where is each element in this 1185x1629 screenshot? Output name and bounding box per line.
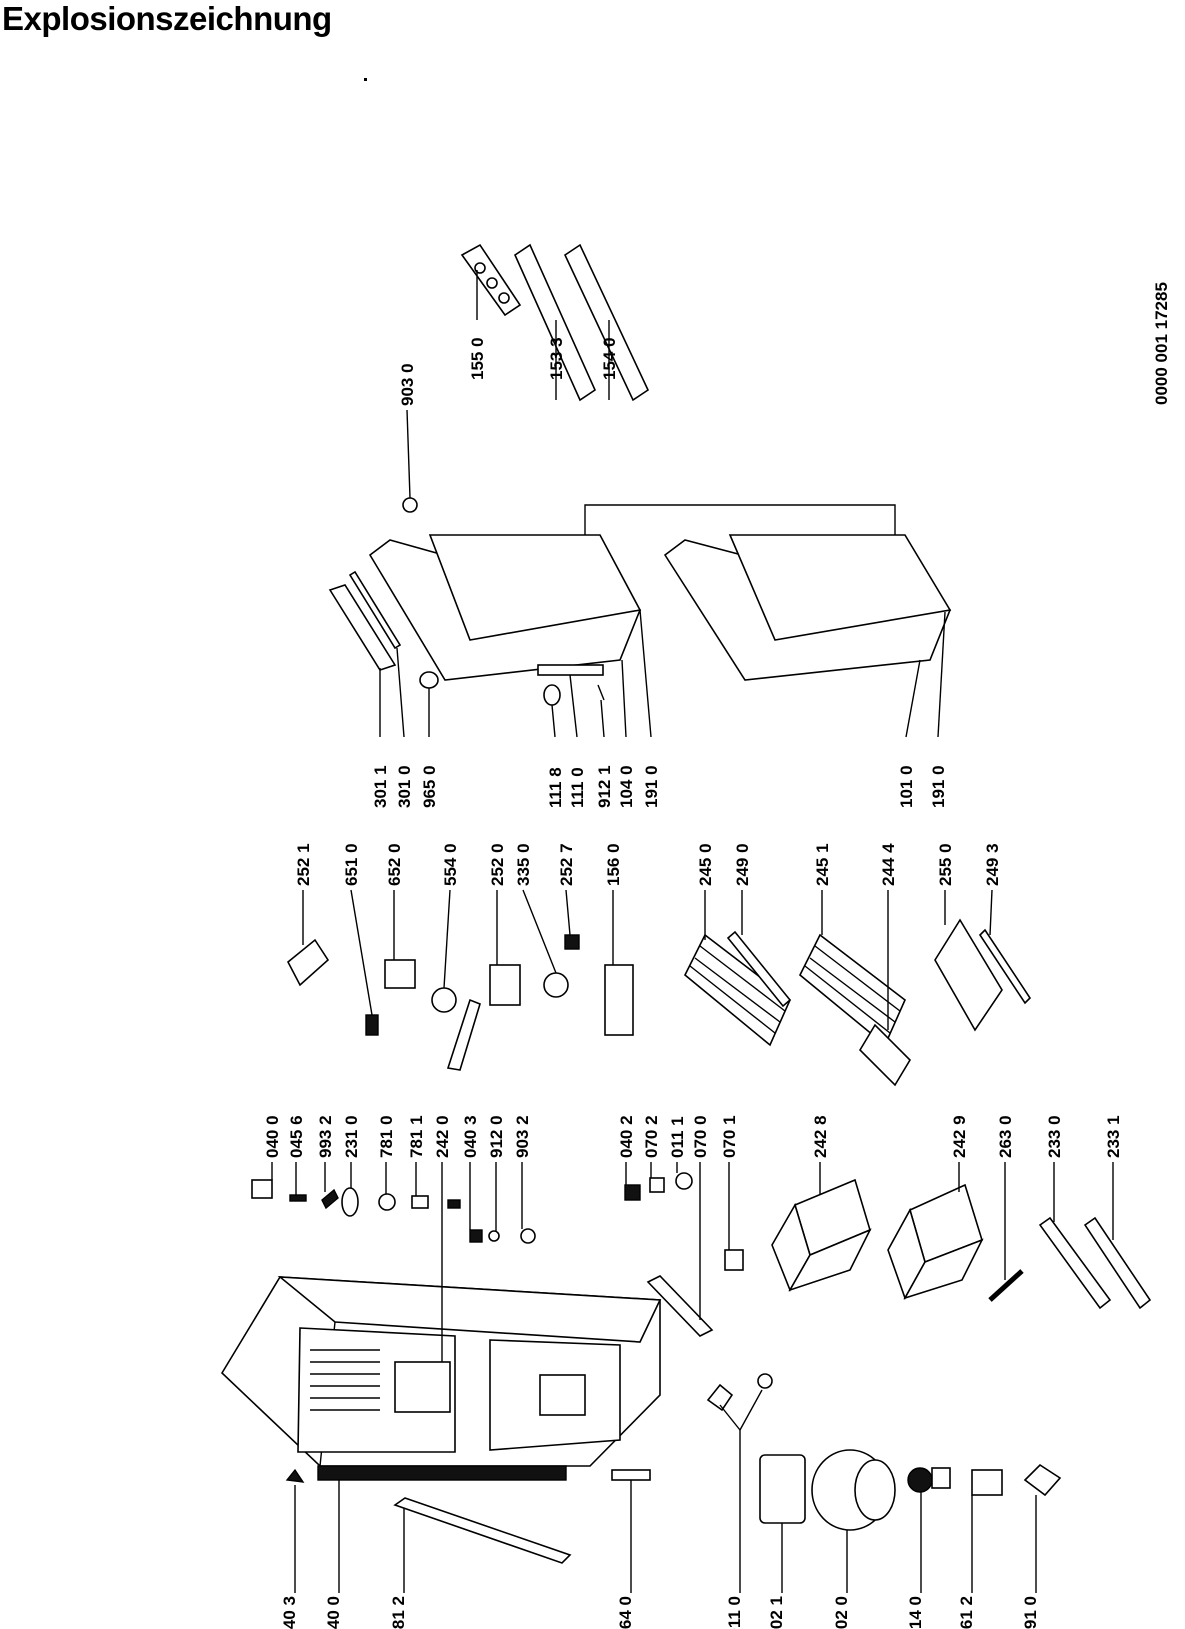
part-764-0 xyxy=(611,1469,651,1481)
label-040-0: 040 0 xyxy=(263,1115,282,1158)
door-gasket-bracket xyxy=(584,504,896,535)
label-040-2: 040 2 xyxy=(617,1115,636,1158)
part-011-0 xyxy=(706,1383,734,1412)
part-965-0 xyxy=(419,671,439,689)
label-335-0: 335 0 xyxy=(514,843,533,886)
label-242-0: 242 0 xyxy=(433,1115,452,1158)
leader-lines xyxy=(271,270,1114,1593)
label-191-0-upper: 191 0 xyxy=(642,765,661,808)
label-191-0-lower: 191 0 xyxy=(929,765,948,808)
stray-dot xyxy=(364,78,367,81)
upper-door xyxy=(328,534,642,681)
cabinet-coils xyxy=(310,1349,380,1411)
part-781-2 xyxy=(393,1497,572,1564)
part-912-1 xyxy=(597,684,605,701)
part-614-0 xyxy=(907,1467,933,1493)
label-040-3: 040 3 xyxy=(461,1115,480,1158)
part-301-0 xyxy=(348,570,402,650)
part-491-0 xyxy=(1023,1463,1062,1497)
part-740-3 xyxy=(285,1468,305,1483)
column-2-parts xyxy=(251,1172,1152,1337)
page-title: Explosionszeichnung xyxy=(2,0,332,37)
label-993-2: 993 2 xyxy=(316,1115,335,1158)
lower-door xyxy=(663,534,952,681)
part-011-0-bolt xyxy=(757,1373,773,1389)
wire-shelf-245-1 xyxy=(798,933,906,1047)
part-111-8 xyxy=(543,684,561,706)
part-249-3 xyxy=(978,928,1032,1005)
label-249-3: 249 3 xyxy=(983,843,1002,886)
label-554-0: 554 0 xyxy=(441,843,460,886)
part-255-0 xyxy=(934,918,1003,1032)
label-011-1: 011 1 xyxy=(668,1116,687,1158)
label-070-1: 070 1 xyxy=(720,1115,739,1158)
label-912-1: 912 1 xyxy=(595,765,614,808)
label-249-0: 249 0 xyxy=(733,843,752,886)
part-153-3 xyxy=(513,243,597,402)
part-154-0 xyxy=(563,243,650,402)
part-561-2 xyxy=(971,1469,1003,1496)
label-156-0: 156 0 xyxy=(604,843,623,886)
label-233-0: 233 0 xyxy=(1045,1115,1064,1158)
label-781-0: 781 0 xyxy=(377,1115,396,1158)
label-104-0: 104 0 xyxy=(617,765,636,808)
label-242-9: 242 9 xyxy=(950,1115,969,1158)
label-252-7: 252 7 xyxy=(557,843,576,886)
label-740-3: 740 3 xyxy=(280,1596,299,1629)
label-154-0: 154 0 xyxy=(600,337,619,380)
label-111-0: 111 0 xyxy=(568,767,587,808)
label-903-2: 903 2 xyxy=(513,1115,532,1158)
label-781-2: 781 2 xyxy=(389,1596,408,1629)
label-912-0: 912 0 xyxy=(487,1115,506,1158)
label-781-1: 781 1 xyxy=(407,1115,426,1158)
label-255-0: 255 0 xyxy=(936,843,955,886)
label-242-8: 242 8 xyxy=(811,1115,830,1158)
cabinet-group xyxy=(220,1276,662,1481)
label-301-0: 301 0 xyxy=(395,765,414,808)
label-402-1: 402 1 xyxy=(767,1596,786,1629)
label-652-0: 652 0 xyxy=(385,843,404,886)
label-651-0: 651 0 xyxy=(342,843,361,886)
label-561-2: 561 2 xyxy=(957,1596,976,1629)
label-965-0: 965 0 xyxy=(420,765,439,808)
label-011-0: 011 0 xyxy=(725,1596,744,1629)
label-233-1: 233 1 xyxy=(1104,1115,1123,1158)
part-labels: 740 3 740 0 781 2 764 0 011 0 402 1 402 … xyxy=(263,337,1123,1629)
part-111-0 xyxy=(537,664,604,676)
part-244-4 xyxy=(858,1023,912,1087)
label-231-0: 231 0 xyxy=(342,1115,361,1158)
label-252-0: 252 0 xyxy=(488,843,507,886)
column-3-parts xyxy=(286,918,1032,1087)
label-263-0: 263 0 xyxy=(996,1115,1015,1158)
label-111-8: 111 8 xyxy=(546,767,565,808)
label-491-0: 491 0 xyxy=(1021,1596,1040,1629)
label-153-3: 153 3 xyxy=(547,337,566,380)
part-903-0 xyxy=(402,497,418,513)
label-245-0: 245 0 xyxy=(696,843,715,886)
label-614-0: 614 0 xyxy=(906,1596,925,1629)
label-764-0: 764 0 xyxy=(616,1596,635,1629)
label-045-6: 045 6 xyxy=(287,1115,306,1158)
label-903-0: 903 0 xyxy=(398,363,417,406)
part-402-1 xyxy=(759,1454,806,1524)
label-252-1: 252 1 xyxy=(294,843,313,886)
label-070-2: 070 2 xyxy=(642,1115,661,1158)
label-101-0: 101 0 xyxy=(897,765,916,808)
label-245-1: 245 1 xyxy=(813,843,832,886)
label-740-0: 740 0 xyxy=(324,1596,343,1629)
label-301-1: 301 1 xyxy=(371,765,390,808)
label-244-4: 244 4 xyxy=(879,843,898,886)
label-402-0: 402 0 xyxy=(832,1596,851,1629)
part-249-0 xyxy=(726,930,792,1008)
label-070-0: 070 0 xyxy=(691,1115,710,1158)
label-155-0: 155 0 xyxy=(468,337,487,380)
